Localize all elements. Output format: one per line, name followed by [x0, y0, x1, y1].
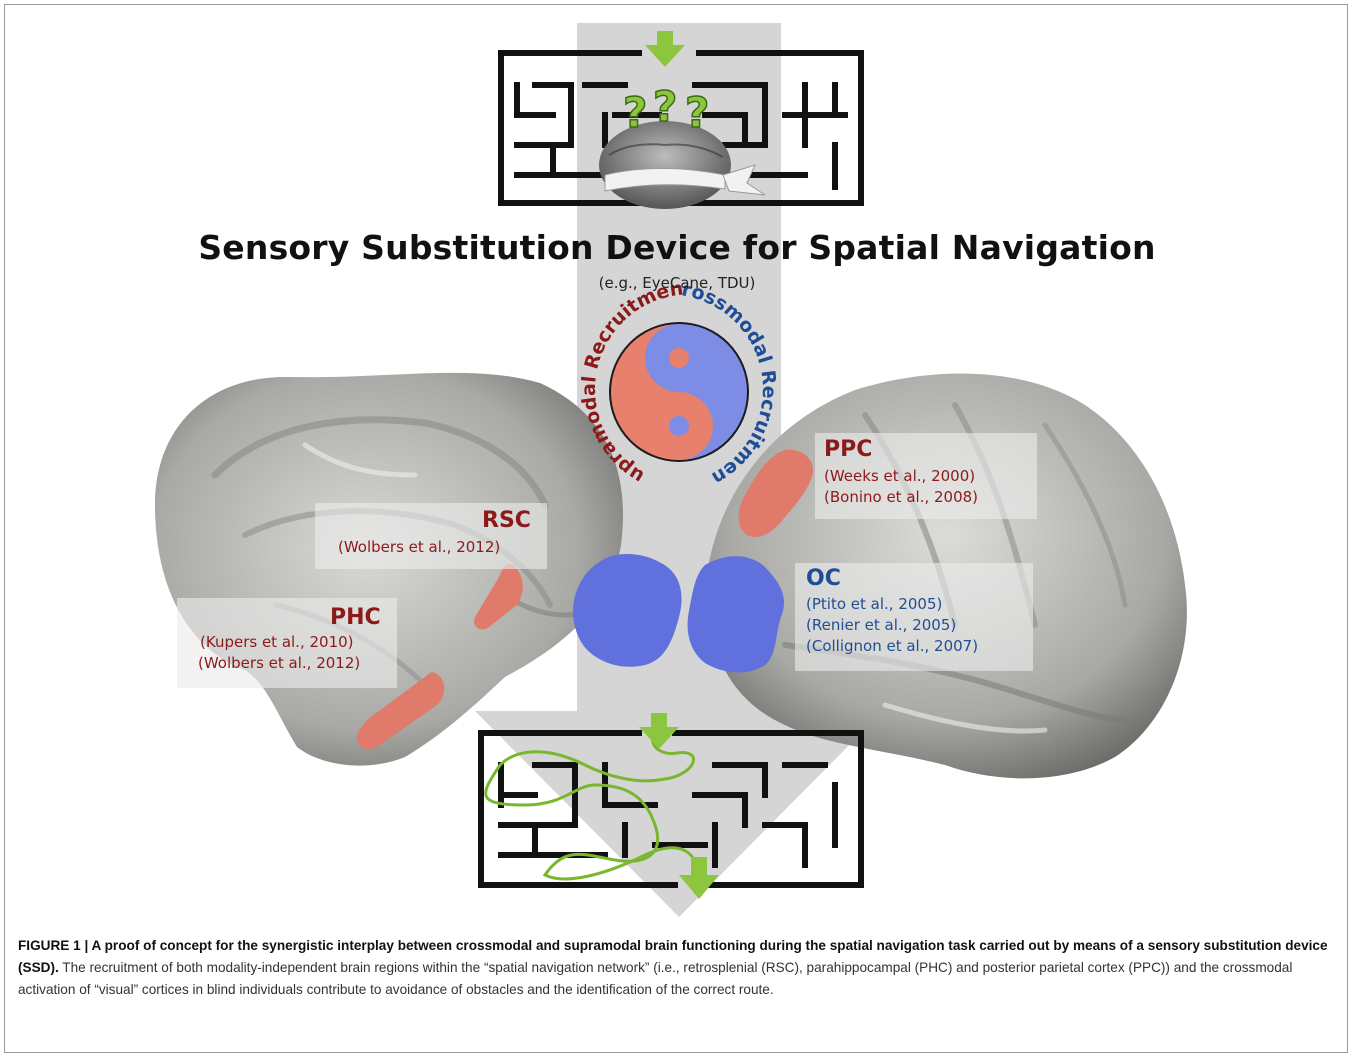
- figure-caption: FIGURE 1 | A proof of concept for the sy…: [18, 935, 1336, 1001]
- rsc-abbreviation: RSC: [482, 508, 531, 533]
- oc-region-right: [688, 556, 784, 672]
- oc-citation-3: (Collignon et al., 2007): [806, 636, 978, 657]
- question-marks-icon: ? ? ?: [623, 82, 709, 137]
- ppc-citation-1: (Weeks et al., 2000): [824, 466, 975, 487]
- phc-citation-1: (Kupers et al., 2010): [200, 632, 354, 653]
- figure-illustration: ? ? ? Supramodal Recruitment Crossmodal …: [5, 5, 1349, 925]
- phc-abbreviation: PHC: [330, 605, 381, 630]
- ppc-abbreviation: PPC: [824, 437, 872, 462]
- oc-citation-1: (Ptito et al., 2005): [806, 594, 942, 615]
- phc-citation-2: (Wolbers et al., 2012): [198, 653, 360, 674]
- oc-citation-2: (Renier et al., 2005): [806, 615, 956, 636]
- svg-text:?: ?: [623, 88, 647, 137]
- svg-text:?: ?: [685, 88, 709, 137]
- oc-region-left: [573, 554, 681, 667]
- caption-text: The recruitment of both modality-indepen…: [18, 960, 1292, 997]
- figure-title: Sensory Substitution Device for Spatial …: [0, 228, 1354, 267]
- rsc-citation: (Wolbers et al., 2012): [338, 537, 500, 558]
- figure-subtitle: (e.g., EyeCane, TDU): [0, 274, 1354, 292]
- ppc-citation-2: (Bonino et al., 2008): [824, 487, 978, 508]
- svg-text:?: ?: [653, 82, 677, 131]
- oc-abbreviation: OC: [806, 566, 841, 591]
